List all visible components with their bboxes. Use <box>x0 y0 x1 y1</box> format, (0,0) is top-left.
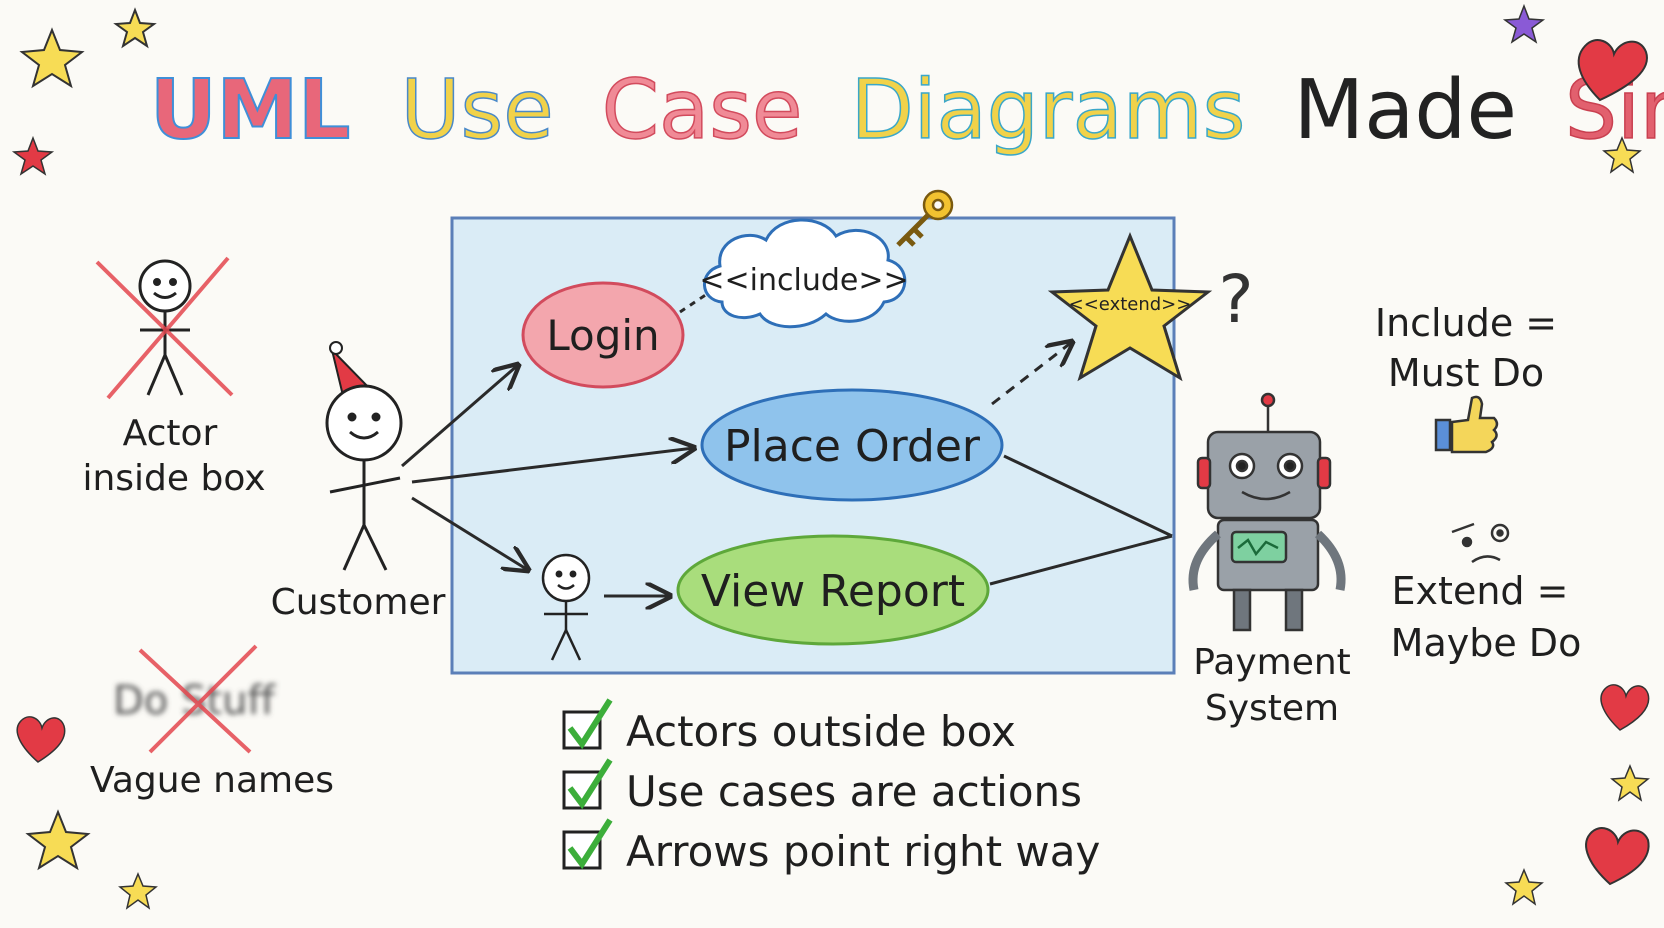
star-icon <box>19 27 85 89</box>
extend-stereotype-label: <<extend>> <box>1069 294 1192 315</box>
checklist: Actors outside box Use cases are actions… <box>562 698 1100 876</box>
decorations <box>11 3 1650 910</box>
star-icon <box>11 135 55 176</box>
page-title: UML Use Case Diagrams Made Simple! <box>150 63 1664 158</box>
heart-icon <box>1585 827 1650 886</box>
actor-payment-label-line2: System <box>1205 688 1339 729</box>
check-icon <box>567 698 613 750</box>
star-icon <box>118 872 158 910</box>
check-icon <box>567 818 613 870</box>
include-stereotype-label: <<include>> <box>699 263 908 298</box>
legend-extend-line1: Extend = <box>1392 569 1569 613</box>
checklist-item: Actors outside box <box>562 698 1016 756</box>
key-icon <box>896 189 954 247</box>
use-case-login: Login <box>521 281 685 389</box>
checklist-item-text: Arrows point right way <box>626 827 1100 876</box>
small-actor-icon <box>541 553 591 661</box>
checklist-item: Use cases are actions <box>562 758 1082 816</box>
mistake-actor-inside: Actor inside box <box>82 256 266 499</box>
use-case-login-label: Login <box>546 311 659 360</box>
legend-include-line1: Include = <box>1375 301 1557 345</box>
stick-figure-icon <box>138 259 192 396</box>
star-icon <box>113 7 157 49</box>
actor-customer: Customer <box>271 341 446 623</box>
association-view-report-payment <box>989 534 1173 586</box>
use-case-view-report-label: View Report <box>701 566 965 617</box>
checklist-item-text: Actors outside box <box>626 707 1016 756</box>
thumbs-up-icon <box>1434 395 1499 454</box>
association-place-order-payment <box>1003 454 1173 538</box>
actor-inside-label-line1: Actor <box>123 413 218 454</box>
use-case-view-report: View Report <box>676 534 990 646</box>
mistake-vague-names: Do Stuff Vague names <box>90 644 334 801</box>
arrow-customer-login <box>401 365 518 468</box>
arrow-customer-place-order <box>411 448 694 484</box>
actor-inside-label-line2: inside box <box>82 458 265 499</box>
title-word-use: Use <box>401 63 554 158</box>
include-cloud: <<include>> <box>699 218 909 329</box>
legend: Include = Must Do Extend = Maybe Do <box>1375 301 1581 665</box>
check-icon <box>567 758 613 810</box>
extend-star: <<extend>> <box>1047 232 1213 382</box>
title-word-uml: UML <box>150 63 350 158</box>
question-mark-icon: ? <box>1218 261 1253 338</box>
associations <box>401 290 1173 596</box>
robot-icon <box>1188 392 1346 632</box>
actor-customer-label: Customer <box>271 582 446 623</box>
checklist-item-text: Use cases are actions <box>626 767 1082 816</box>
legend-extend-line2: Maybe Do <box>1391 621 1582 665</box>
legend-include-line2: Must Do <box>1388 351 1544 395</box>
star-icon <box>25 809 91 871</box>
star-icon <box>1504 868 1544 906</box>
title-word-diagrams: Diagrams <box>851 63 1246 158</box>
heart-icon <box>1577 39 1648 102</box>
heart-icon <box>16 716 66 763</box>
thinking-face-icon <box>1451 522 1510 564</box>
vague-names-label: Vague names <box>90 760 334 801</box>
cross-out-icon <box>138 644 258 754</box>
arrow-customer-small-actor <box>411 496 528 570</box>
checklist-item: Arrows point right way <box>562 818 1100 876</box>
star-icon <box>1502 3 1546 44</box>
use-case-place-order: Place Order <box>700 388 1004 502</box>
title-word-made: Made <box>1293 63 1517 158</box>
title-word-case: Case <box>602 63 803 158</box>
star-icon <box>1602 136 1642 174</box>
cross-out-icon <box>95 256 234 400</box>
star-icon <box>1610 764 1650 802</box>
actor-payment-label-line1: Payment <box>1193 642 1351 683</box>
use-case-place-order-label: Place Order <box>724 421 981 472</box>
heart-icon <box>1600 684 1650 731</box>
